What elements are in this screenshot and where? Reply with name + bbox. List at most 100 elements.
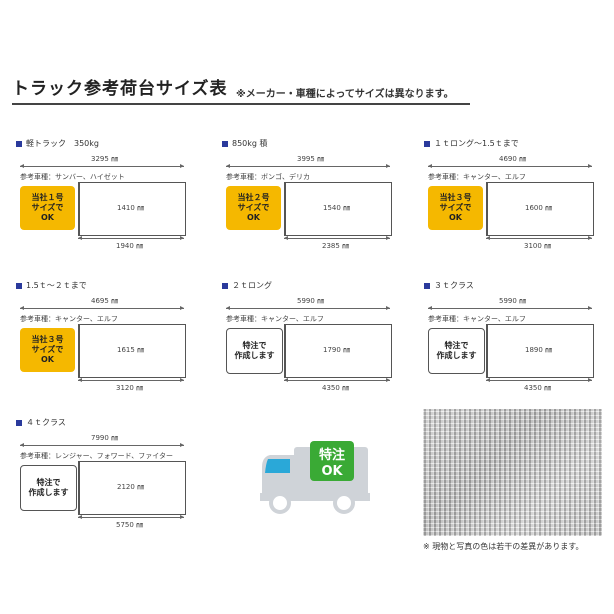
truck-size-card: 850kg 積 3995 ㎜ 参考車種：ボンゴ、デリカ 1540 ㎜ 当社２号サ… bbox=[222, 138, 392, 268]
truck-class-label: 850kg 積 bbox=[232, 139, 268, 148]
size-badge: 特注で作成します bbox=[428, 328, 485, 374]
badge-line: サイズで bbox=[439, 203, 472, 212]
badge-line: 作成します bbox=[234, 351, 275, 360]
total-length: 5990 ㎜ bbox=[297, 297, 325, 305]
card-header: ４ｔクラス bbox=[16, 417, 66, 428]
bed-length-arrow bbox=[284, 236, 390, 240]
reference-vehicles: 参考車種：レンジャー、フォワード、ファイター bbox=[20, 452, 174, 460]
badge-line: 当社２号 bbox=[237, 193, 270, 202]
cab-divider bbox=[79, 325, 80, 377]
bullet-icon bbox=[222, 140, 228, 147]
total-length: 3295 ㎜ bbox=[91, 155, 119, 163]
bed-length: 5750 ㎜ bbox=[116, 521, 144, 529]
photo-color-note: ※ 現物と写真の色は若干の差異があります。 bbox=[423, 542, 584, 551]
cargo-bed: 1890 ㎜ bbox=[486, 324, 594, 378]
badge-line: 当社３号 bbox=[31, 335, 64, 344]
bed-length-arrow bbox=[78, 378, 184, 382]
reference-vehicles: 参考車種：キャンター、エルフ bbox=[428, 315, 526, 323]
card-header: 軽トラック 350kg bbox=[16, 138, 99, 149]
size-badge: 特注で作成します bbox=[20, 465, 77, 511]
bed-width: 2120 ㎜ bbox=[117, 483, 145, 491]
truck-chassis bbox=[260, 493, 370, 501]
bed-length: 2385 ㎜ bbox=[322, 242, 350, 250]
badge-line: サイズで bbox=[31, 203, 64, 212]
bullet-icon bbox=[424, 282, 430, 289]
total-length-arrow bbox=[428, 306, 592, 310]
truck-class-label: ４ｔクラス bbox=[26, 418, 66, 427]
disclaimer-note: ※メーカー・車種によってサイズは異なります。 bbox=[236, 89, 454, 100]
truck-class-label: ３ｔクラス bbox=[434, 281, 474, 290]
cargo-bed: 1790 ㎜ bbox=[284, 324, 392, 378]
bullet-icon bbox=[222, 282, 228, 289]
bed-width: 1600 ㎜ bbox=[525, 204, 553, 212]
bed-length-arrow bbox=[78, 515, 184, 519]
total-length: 5990 ㎜ bbox=[499, 297, 527, 305]
reference-vehicles: 参考車種：ボンゴ、デリカ bbox=[226, 173, 310, 181]
size-badge: 特注で作成します bbox=[226, 328, 283, 374]
bullet-icon bbox=[16, 419, 22, 426]
bed-width: 1790 ㎜ bbox=[323, 346, 351, 354]
reference-vehicles: 参考車種：キャンター、エルフ bbox=[226, 315, 324, 323]
material-photo bbox=[423, 409, 602, 536]
badge-line: OK bbox=[247, 213, 260, 222]
bed-width: 1410 ㎜ bbox=[117, 204, 145, 212]
cab-divider bbox=[79, 462, 80, 514]
cargo-bed: 1615 ㎜ bbox=[78, 324, 186, 378]
badge-line: 特注で bbox=[444, 341, 469, 350]
bed-width: 1540 ㎜ bbox=[323, 204, 351, 212]
badge-line: サイズで bbox=[31, 345, 64, 354]
total-length: 3995 ㎜ bbox=[297, 155, 325, 163]
truck-size-card: １ｔロング～1.5ｔまで 4690 ㎜ 参考車種：キャンター、エルフ 1600 … bbox=[424, 138, 594, 268]
truck-class-label: １ｔロング～1.5ｔまで bbox=[434, 139, 519, 148]
total-length: 4695 ㎜ bbox=[91, 297, 119, 305]
cab-divider bbox=[487, 183, 488, 235]
truck-rear-wheel bbox=[333, 492, 355, 514]
bed-length: 1940 ㎜ bbox=[116, 242, 144, 250]
title-underline bbox=[12, 103, 470, 105]
reference-vehicles: 参考車種：キャンター、エルフ bbox=[428, 173, 526, 181]
bed-length-arrow bbox=[284, 378, 390, 382]
truck-front-wheel bbox=[269, 492, 291, 514]
cab-divider bbox=[285, 325, 286, 377]
card-header: 1.5ｔ～２ｔまで bbox=[16, 280, 87, 291]
card-header: ２ｔロング bbox=[222, 280, 272, 291]
badge-line: OK bbox=[41, 213, 54, 222]
bed-width: 1890 ㎜ bbox=[525, 346, 553, 354]
truck-size-card: ２ｔロング 5990 ㎜ 参考車種：キャンター、エルフ 1790 ㎜ 特注で作成… bbox=[222, 280, 392, 410]
total-length: 7990 ㎜ bbox=[91, 434, 119, 442]
reference-vehicles: 参考車種：キャンター、エルフ bbox=[20, 315, 118, 323]
page-title: トラック参考荷台サイズ表 bbox=[12, 79, 228, 99]
badge-line: サイズで bbox=[237, 203, 270, 212]
cargo-bed: 1410 ㎜ bbox=[78, 182, 186, 236]
bed-length: 4350 ㎜ bbox=[322, 384, 350, 392]
bullet-icon bbox=[16, 140, 22, 147]
bullet-icon bbox=[424, 140, 430, 147]
total-length-arrow bbox=[226, 306, 390, 310]
cargo-bed: 1600 ㎜ bbox=[486, 182, 594, 236]
card-header: １ｔロング～1.5ｔまで bbox=[424, 138, 519, 149]
bullet-icon bbox=[16, 282, 22, 289]
cargo-bed: 2120 ㎜ bbox=[78, 461, 186, 515]
card-header: ３ｔクラス bbox=[424, 280, 474, 291]
sign-line-2: OK bbox=[321, 464, 343, 479]
total-length-arrow bbox=[20, 306, 184, 310]
bed-length: 3100 ㎜ bbox=[524, 242, 552, 250]
badge-line: 作成します bbox=[436, 351, 477, 360]
total-length-arrow bbox=[226, 164, 390, 168]
truck-size-card: 1.5ｔ～２ｔまで 4695 ㎜ 参考車種：キャンター、エルフ 1615 ㎜ 当… bbox=[16, 280, 186, 410]
reference-vehicles: 参考車種：サンバー、ハイゼット bbox=[20, 173, 125, 181]
bed-length-arrow bbox=[486, 378, 592, 382]
bed-width: 1615 ㎜ bbox=[117, 346, 145, 354]
truck-illustration: 特注 OK bbox=[260, 441, 370, 514]
cab-divider bbox=[285, 183, 286, 235]
badge-line: 特注で bbox=[36, 478, 61, 487]
total-length-arrow bbox=[428, 164, 592, 168]
badge-line: 当社３号 bbox=[439, 193, 472, 202]
truck-class-label: ２ｔロング bbox=[232, 281, 272, 290]
truck-size-card: ４ｔクラス 7990 ㎜ 参考車種：レンジャー、フォワード、ファイター 2120… bbox=[16, 417, 186, 547]
cab-divider bbox=[487, 325, 488, 377]
